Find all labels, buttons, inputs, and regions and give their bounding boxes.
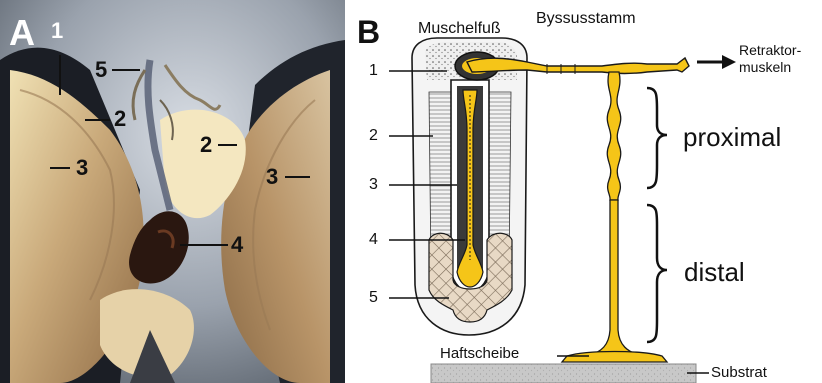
panel-b-letter: B <box>357 14 380 51</box>
callout-a-2-left: 2 <box>114 106 126 132</box>
callout-a-4: 4 <box>231 232 243 258</box>
callout-a-3-left: 3 <box>76 155 88 181</box>
label-proximal: proximal <box>683 122 781 153</box>
label-substrate: Substrat <box>711 364 767 381</box>
label-b-5: 5 <box>369 289 378 307</box>
label-retractor-line2: muskeln <box>739 59 801 76</box>
callout-a-2-right: 2 <box>200 132 212 158</box>
label-distal: distal <box>684 257 745 288</box>
label-b-1: 1 <box>369 62 378 80</box>
label-b-2: 2 <box>369 127 378 145</box>
label-b-3: 3 <box>369 176 378 194</box>
label-disc: Haftscheibe <box>440 345 519 362</box>
label-b-4: 4 <box>369 231 378 249</box>
label-stem: Byssusstamm <box>536 10 636 28</box>
panel-a-photo: A 1 2 3 2 3 4 5 <box>0 0 345 383</box>
callout-a-5: 5 <box>95 57 107 83</box>
label-retractor: Retraktor- muskeln <box>739 42 801 76</box>
panel-a-callouts <box>0 0 345 383</box>
callout-a-3-right: 3 <box>266 164 278 190</box>
label-foot: Muschelfuß <box>418 20 501 38</box>
callout-a-1: 1 <box>51 18 63 44</box>
panel-b-schematic: B 1 2 3 4 5 Muschelfuß Byssusstamm Retra… <box>347 0 822 383</box>
label-retractor-line1: Retraktor- <box>739 42 801 59</box>
